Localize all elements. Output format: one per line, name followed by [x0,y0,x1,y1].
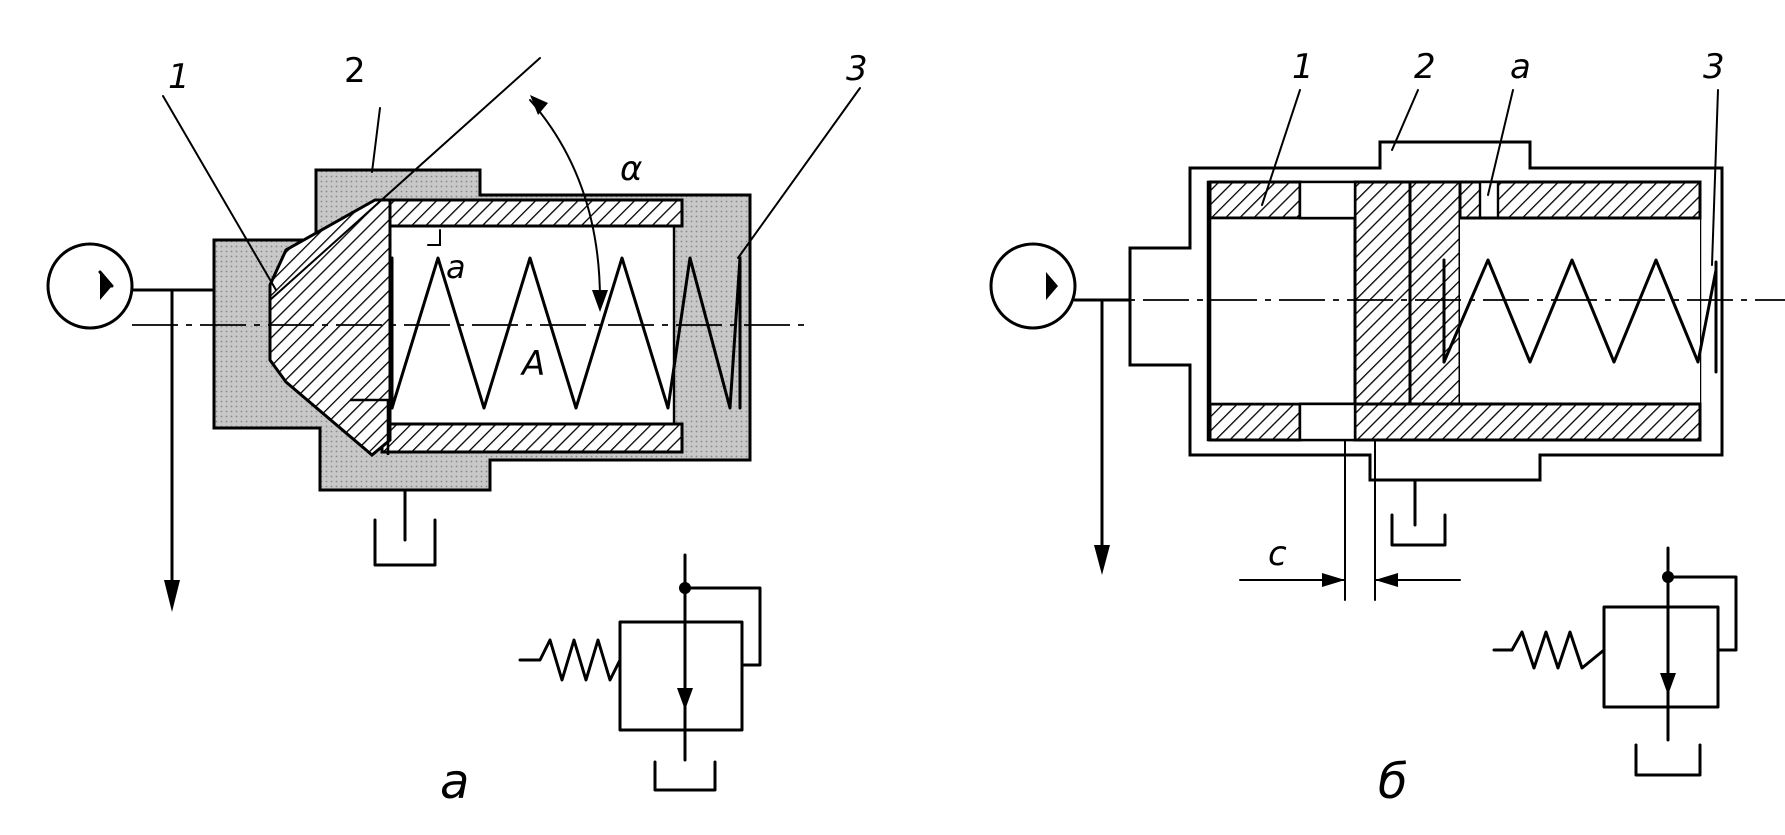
leader-1-b [1261,89,1301,206]
leader-1-a [162,95,277,291]
label-2-b: 2 [1414,47,1436,87]
diagram-b: c 1 2 a 3 б [989,47,1785,810]
leader-a-b [1487,89,1514,196]
leader-2-b [1391,89,1419,151]
label-1-a: 1 [168,57,190,97]
bore-a [380,213,676,435]
spring-3-a [390,256,742,410]
down-arrow-a-icon [164,580,180,612]
relief-valve-symbol-a-icon [518,553,762,792]
label-gap-a: a [446,248,466,286]
piston-1-top-b [1208,180,1302,220]
leader-3-b [1711,89,1719,266]
label-port-b: a [1510,47,1531,87]
spring-3-b [1442,258,1718,364]
piston-1-bottom-b [1208,402,1302,442]
label-3-b: 3 [1703,47,1725,87]
leader-2-a [371,107,381,173]
label-clearance-b: c [1268,534,1287,574]
label-1-b: 1 [1292,47,1314,87]
sleeve-bottom-a [380,422,684,454]
leader-3-a [737,87,861,259]
sleeve-top-a [380,198,684,228]
down-arrow-b-icon [1094,545,1110,575]
pump-a-icon [46,242,134,330]
tank-b-icon [1390,478,1447,547]
caption-b: б [1378,754,1408,810]
sleeve-top-b [1458,180,1702,220]
caption-a: а [440,754,469,810]
label-angle-a: α [620,149,642,189]
label-2-a: 2 [344,51,366,91]
pump-b-icon [989,242,1077,330]
angle-arc-a [529,99,601,301]
angle-ray-a [269,57,541,301]
poppet-1-a [268,198,392,457]
diagram-a: 1 2 3 α a A а [46,49,868,810]
tank-a-icon [373,488,437,567]
label-area-a: A [520,344,545,384]
relief-valve-symbol-b-icon [1492,546,1738,777]
label-3-a: 3 [846,49,868,89]
